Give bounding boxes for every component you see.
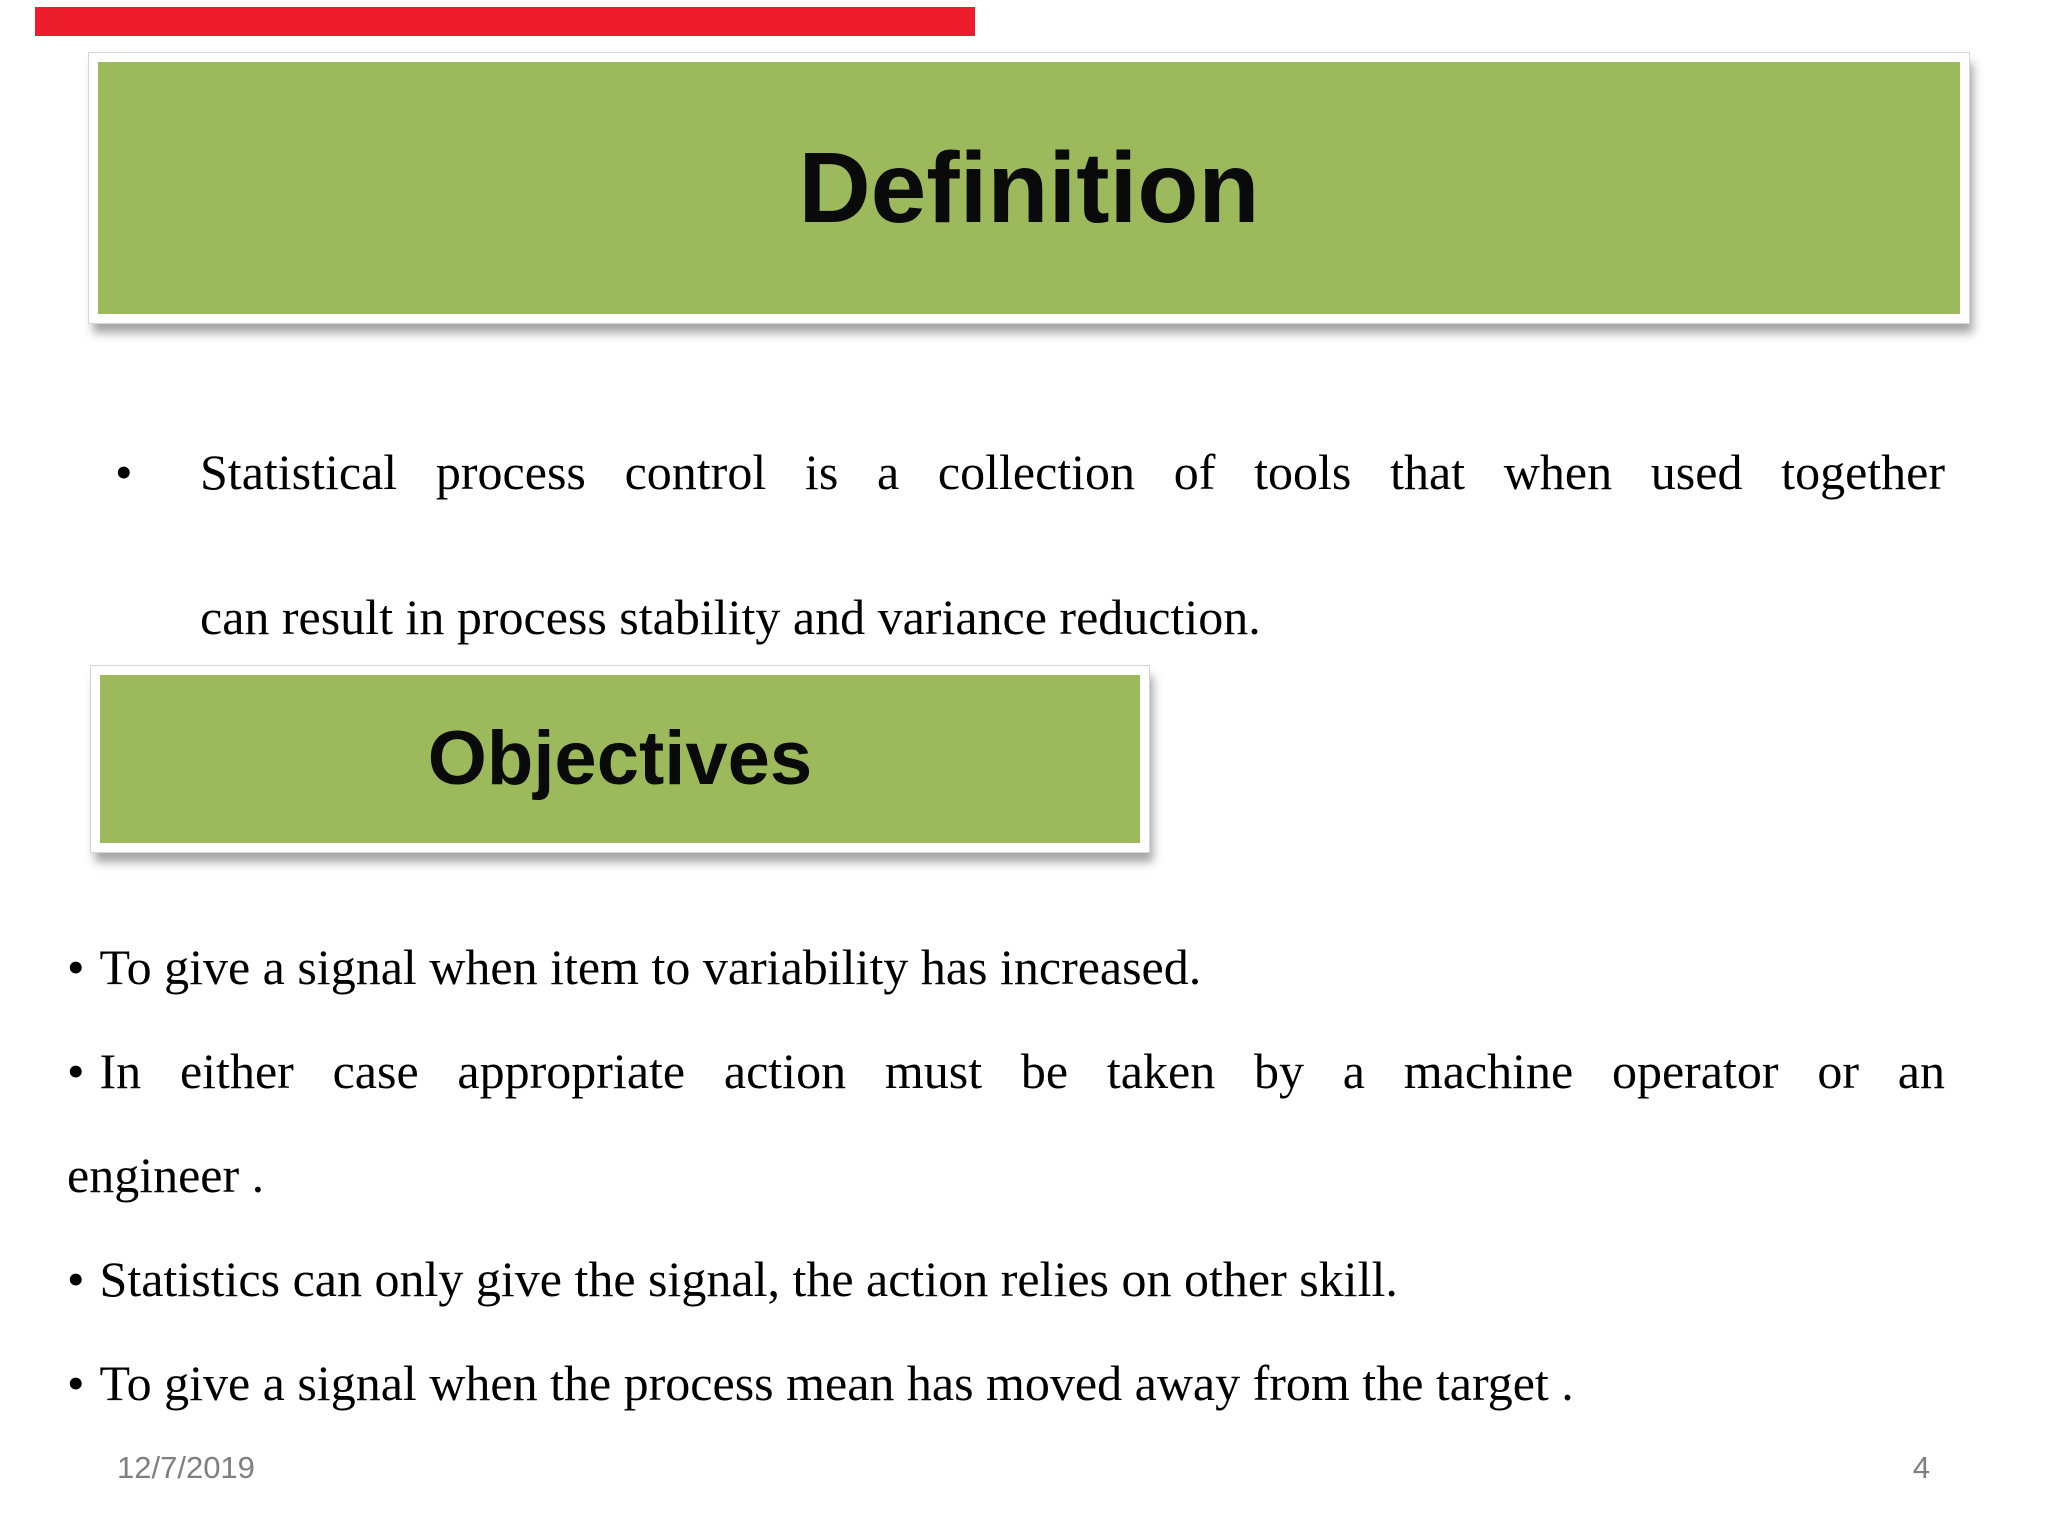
list-item-text: To give a signal when item to variabilit…	[99, 939, 1202, 995]
list-bullet-marker: •	[67, 1251, 85, 1307]
footer-page-number: 4	[1912, 1450, 1930, 1485]
definition-bullet-marker: •	[115, 444, 133, 500]
definition-title-banner: Definition	[88, 52, 1970, 324]
list-item-text: Statistics can only give the signal, the…	[99, 1251, 1398, 1307]
footer-date: 12/7/2019	[117, 1450, 255, 1485]
list-item-text: To give a signal when the process mean h…	[99, 1355, 1574, 1411]
list-bullet-marker: •	[67, 939, 85, 995]
objectives-list-continuation: engineer .	[67, 1146, 1945, 1204]
definition-paragraph-line-1: Statistical process control is a collect…	[200, 444, 1945, 500]
list-bullet-marker: •	[67, 1355, 85, 1411]
list-item-text: In either case appropriate action must b…	[99, 1043, 1945, 1099]
list-item-text: engineer .	[67, 1147, 265, 1203]
objectives-list-item: •To give a signal when the process mean …	[67, 1354, 1945, 1412]
list-bullet-marker: •	[67, 1043, 85, 1099]
definition-paragraph-line-2: can result in process stability and vari…	[200, 589, 1261, 645]
objectives-list-item: •Statistics can only give the signal, th…	[67, 1250, 1945, 1308]
top-left-red-bar	[35, 7, 975, 36]
objectives-title-banner: Objectives	[90, 665, 1150, 853]
objectives-list-item: •In either case appropriate action must …	[67, 1042, 1945, 1100]
objectives-title: Objectives	[427, 716, 813, 801]
objectives-list-item: •To give a signal when item to variabili…	[67, 938, 1945, 996]
definition-title: Definition	[798, 132, 1260, 244]
